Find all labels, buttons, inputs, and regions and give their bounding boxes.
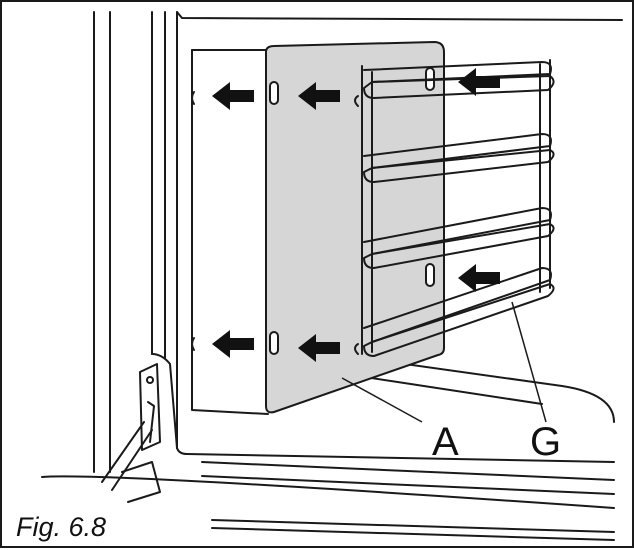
arrow-left-icon bbox=[298, 334, 340, 362]
direction-arrows bbox=[212, 68, 500, 362]
catalytic-panel-a bbox=[265, 40, 445, 414]
label-a: A bbox=[432, 420, 459, 464]
leader-line-a bbox=[341, 377, 423, 423]
arrow-left-icon bbox=[458, 68, 500, 96]
hinge-bracket bbox=[101, 363, 161, 503]
arrow-left-icon bbox=[458, 264, 500, 292]
arrow-left-icon bbox=[212, 330, 254, 358]
label-g: G bbox=[530, 420, 562, 464]
arrow-left-icon bbox=[298, 82, 340, 110]
arrow-left-icon bbox=[212, 82, 254, 110]
leader-lines bbox=[341, 301, 547, 423]
oven-frame bbox=[41, 11, 623, 541]
shelf-runner-g bbox=[354, 59, 555, 357]
leader-line-g bbox=[511, 301, 547, 423]
figure-caption: Fig. 6.8 bbox=[16, 512, 107, 542]
side-wall-panel bbox=[191, 49, 269, 415]
